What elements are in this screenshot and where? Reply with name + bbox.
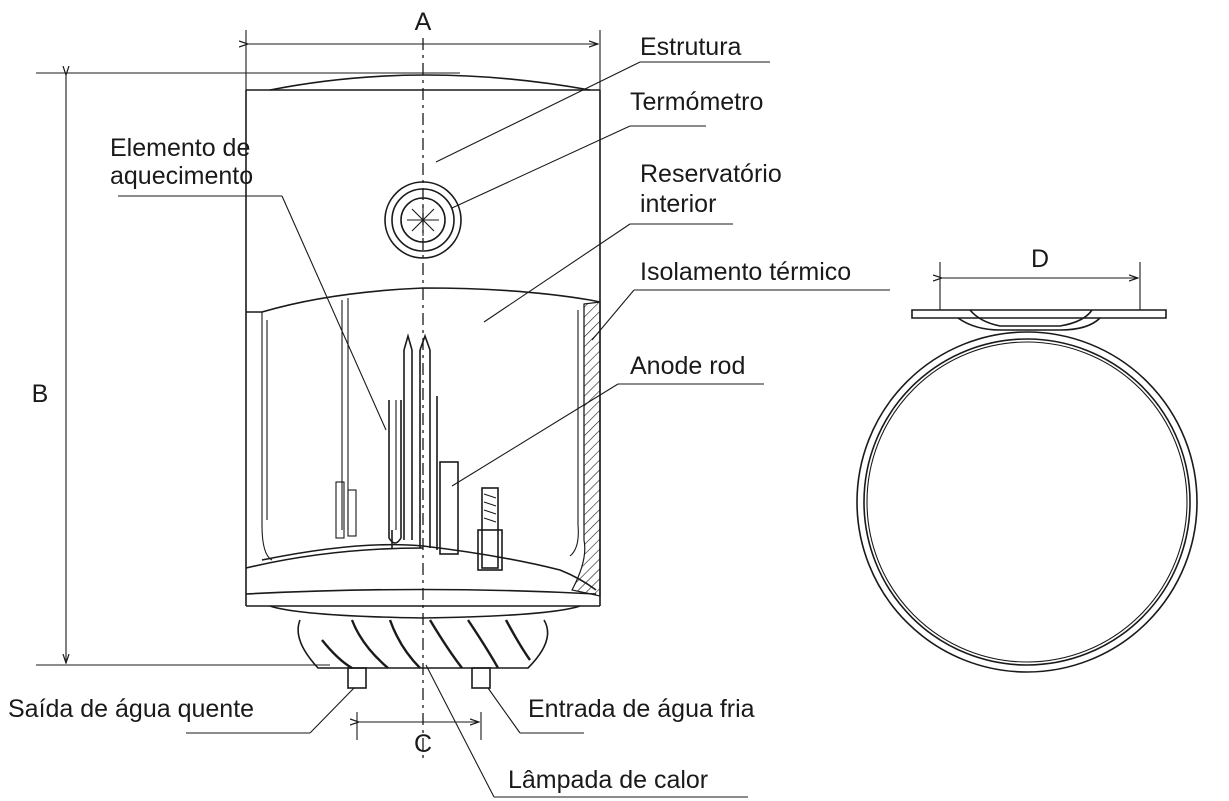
heater-top-view: D — [856, 245, 1198, 673]
heater-front-view — [245, 38, 601, 760]
dimension-a-label: A — [415, 8, 432, 36]
thermostat-assembly — [477, 487, 503, 571]
dimension-c: C — [357, 712, 482, 758]
thermal-insulation — [571, 301, 601, 597]
top-cover-dome — [269, 74, 591, 91]
heating-element — [388, 333, 438, 550]
dimension-b: B — [32, 73, 460, 666]
label-anode: Anode rod — [630, 352, 745, 380]
label-estrutura: Estrutura — [640, 33, 742, 61]
dimension-c-label: C — [414, 730, 432, 758]
dimension-d-label: D — [1031, 245, 1049, 273]
label-elemento-line2: aquecimento — [110, 162, 253, 190]
label-isolamento: Isolamento térmico — [640, 258, 851, 286]
dimension-b-label: B — [32, 380, 49, 408]
label-termometro: Termómetro — [630, 88, 763, 116]
label-reservatorio-line1: Reservatório — [640, 160, 782, 188]
cold-water-inlet-pipe — [471, 667, 491, 689]
label-elemento-line1: Elemento de — [110, 134, 250, 162]
label-reservatorio-line2: interior — [640, 190, 716, 218]
anode-rod — [439, 461, 459, 555]
label-saida: Saída de água quente — [8, 695, 254, 723]
dimension-a: A — [246, 8, 601, 90]
callout-leaders — [118, 61, 890, 798]
label-lampada: Lâmpada de calor — [508, 766, 708, 794]
label-entrada: Entrada de água fria — [528, 695, 755, 723]
inner-tank-bottom — [261, 543, 597, 591]
hot-water-outlet-pipe — [347, 667, 367, 689]
labels: Estrutura Termómetro Elemento de aquecim… — [8, 33, 851, 794]
